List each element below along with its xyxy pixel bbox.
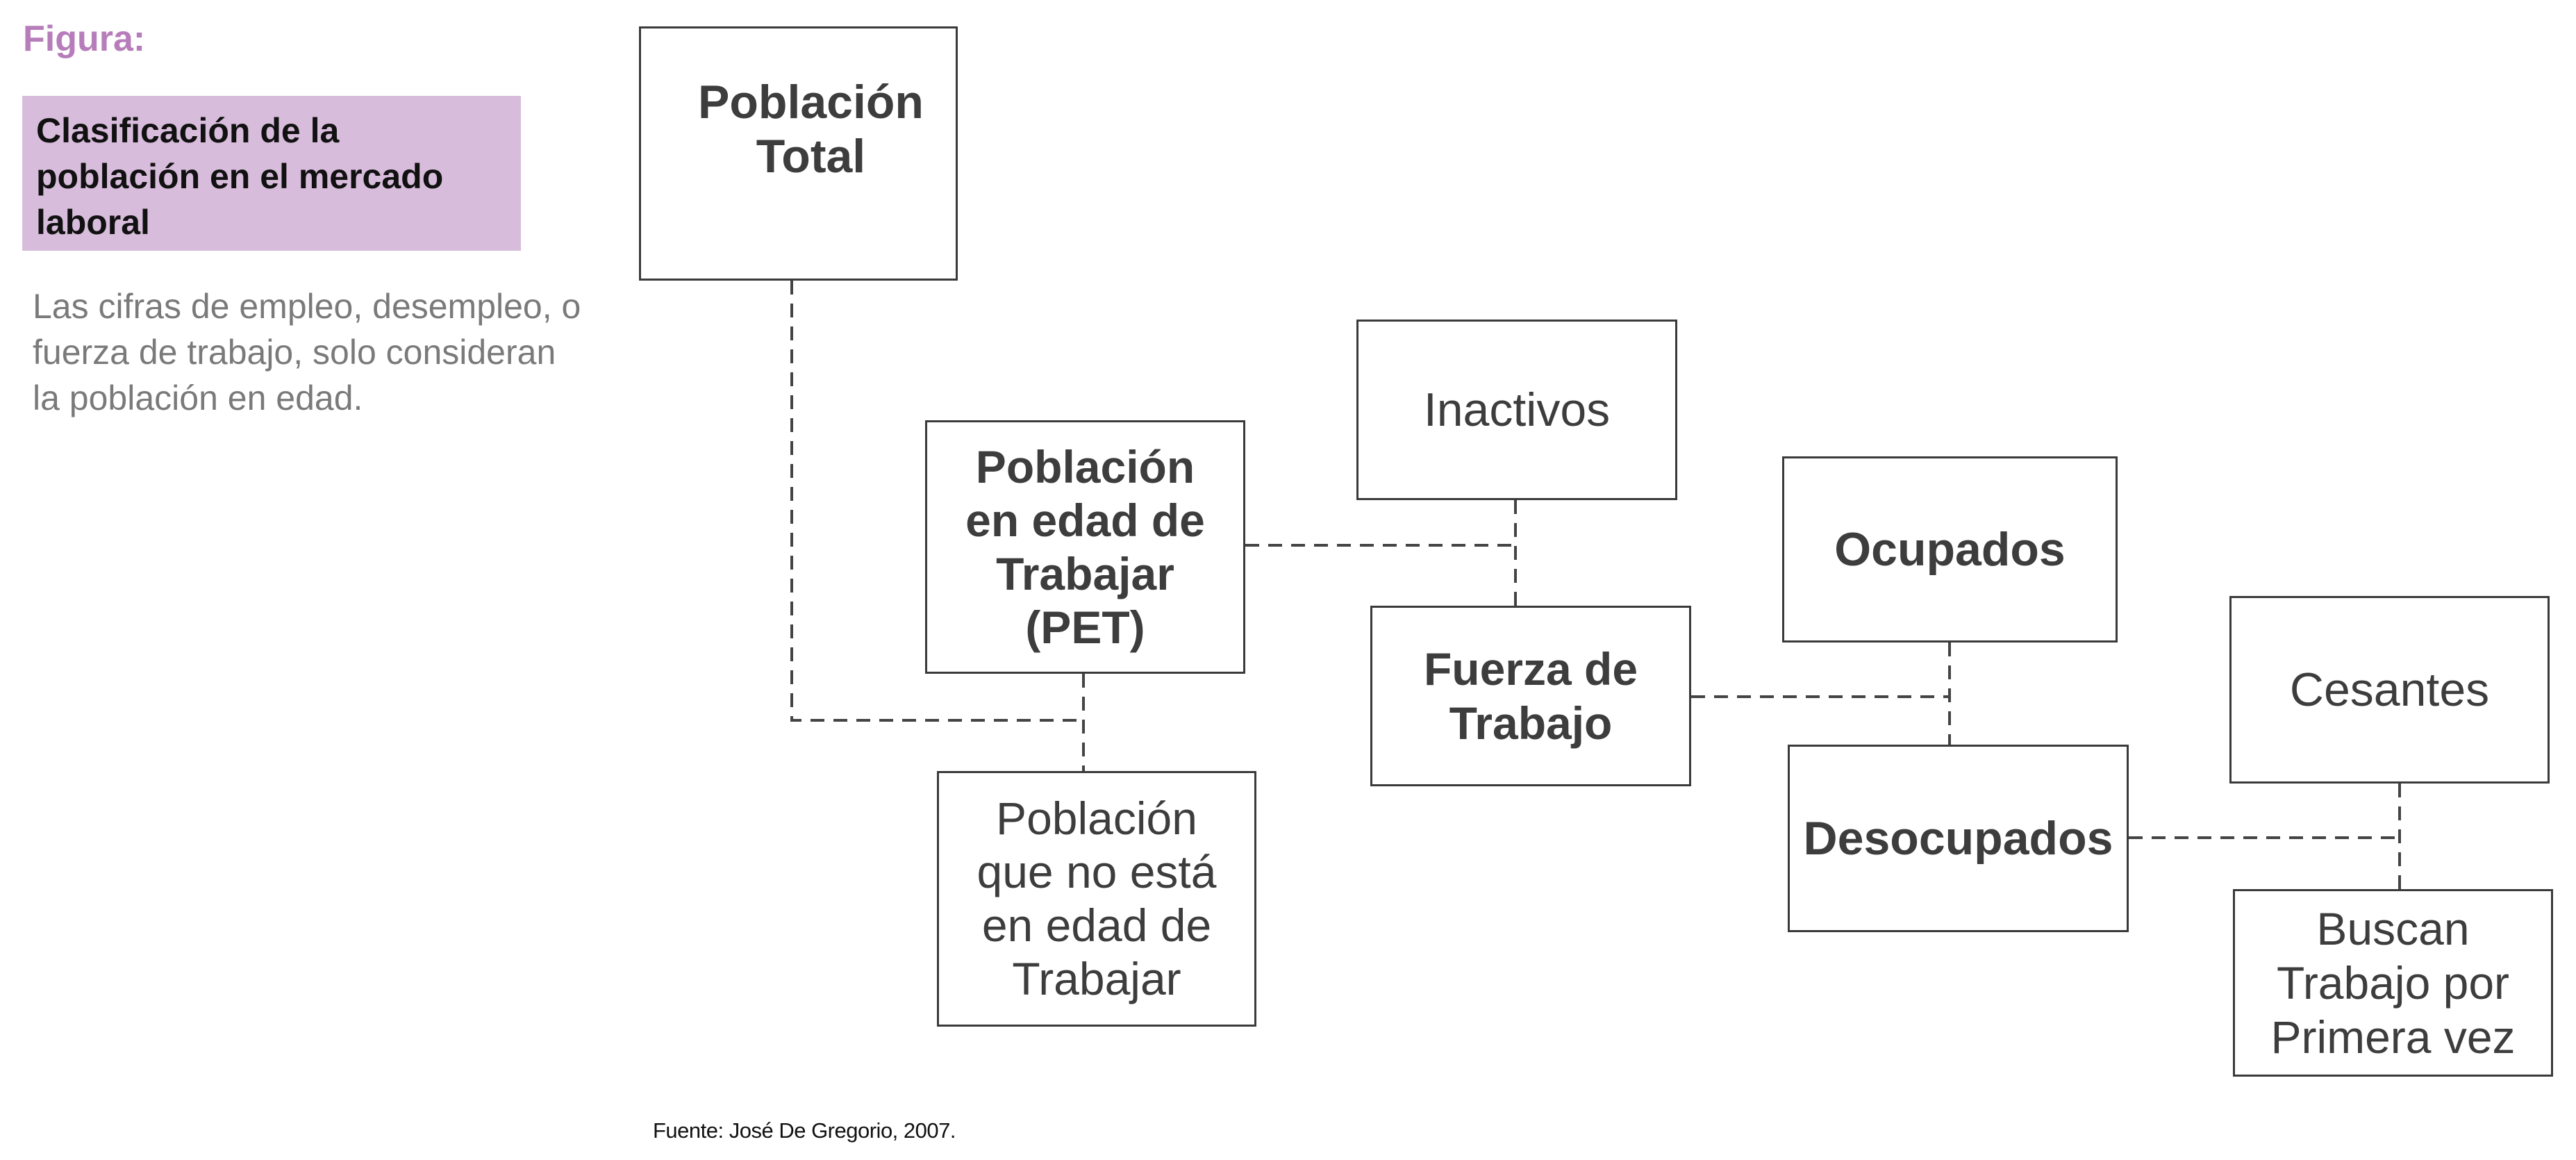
node-cesantes: Cesantes: [2229, 596, 2550, 784]
node-fuerza-trabajo-label: Fuerza de Trabajo: [1423, 643, 1638, 749]
node-buscan: Buscan Trabajo por Primera vez: [2233, 889, 2553, 1077]
figure-title: Clasificación de la población en el merc…: [22, 96, 521, 251]
node-inactivos-label: Inactivos: [1423, 383, 1611, 436]
node-pet: Población en edad de Trabajar (PET): [925, 420, 1245, 674]
node-poblacion-total-label: Población Total: [698, 76, 924, 183]
connector-total-branch: [790, 281, 1083, 722]
node-ocupados-label: Ocupados: [1834, 523, 2066, 576]
node-inactivos: Inactivos: [1356, 320, 1677, 500]
node-no-pet-label: Población que no está en edad de Trabaja…: [977, 793, 1217, 1004]
node-desocupados: Desocupados: [1788, 745, 2129, 932]
node-buscan-label: Buscan Trabajo por Primera vez: [2270, 903, 2516, 1063]
node-desocupados-label: Desocupados: [1803, 812, 2113, 865]
node-poblacion-total: Población Total: [639, 26, 958, 281]
node-no-pet: Población que no está en edad de Trabaja…: [937, 771, 1256, 1027]
node-fuerza-trabajo: Fuerza de Trabajo: [1370, 606, 1691, 786]
node-ocupados: Ocupados: [1782, 456, 2118, 643]
node-cesantes-label: Cesantes: [2289, 663, 2490, 716]
source-note: Fuente: José De Gregorio, 2007.: [653, 1118, 956, 1143]
figure-label: Figura:: [23, 19, 146, 59]
figure-description: Las cifras de empleo, desempleo, o fuerz…: [33, 287, 581, 417]
node-pet-label: Población en edad de Trabajar (PET): [965, 440, 1205, 653]
